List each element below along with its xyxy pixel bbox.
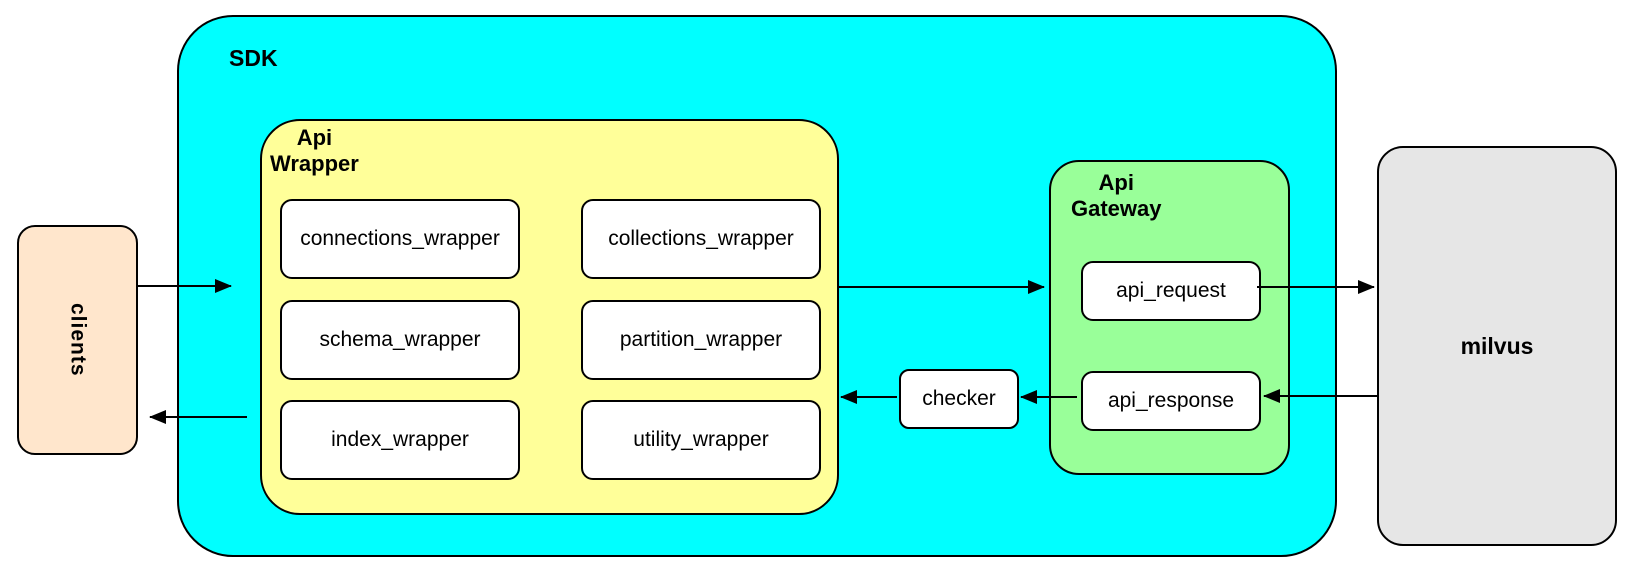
api-gateway-container: Api Gateway api_request api_response (1049, 160, 1290, 475)
partition-wrapper-label: partition_wrapper (619, 328, 783, 351)
index-wrapper-node: index_wrapper (280, 400, 520, 480)
sdk-container: SDK Api Wrapper connections_wrapper coll… (177, 15, 1337, 557)
connections-wrapper-label: connections_wrapper (300, 227, 500, 250)
utility-wrapper-node: utility_wrapper (581, 400, 821, 480)
clients-label: clients (66, 303, 90, 377)
api-request-label: api_request (1116, 279, 1226, 302)
checker-node: checker (899, 369, 1019, 429)
clients-box: clients (17, 225, 138, 455)
milvus-box: milvus (1377, 146, 1617, 546)
schema-wrapper-node: schema_wrapper (280, 300, 520, 380)
sdk-label: SDK (229, 45, 278, 71)
api-gateway-label: Api Gateway (1071, 170, 1162, 221)
index-wrapper-label: index_wrapper (331, 428, 469, 451)
collections-wrapper-label: collections_wrapper (608, 227, 794, 250)
api-wrapper-container: Api Wrapper connections_wrapper collecti… (260, 119, 839, 515)
connections-wrapper-node: connections_wrapper (280, 199, 520, 279)
milvus-label: milvus (1460, 332, 1534, 359)
api-wrapper-label: Api Wrapper (270, 125, 359, 176)
utility-wrapper-label: utility_wrapper (633, 428, 769, 451)
schema-wrapper-label: schema_wrapper (319, 328, 481, 351)
collections-wrapper-node: collections_wrapper (581, 199, 821, 279)
partition-wrapper-node: partition_wrapper (581, 300, 821, 380)
api-response-node: api_response (1081, 371, 1261, 431)
api-response-label: api_response (1107, 389, 1235, 412)
checker-label: checker (922, 387, 996, 410)
api-request-node: api_request (1081, 261, 1261, 321)
